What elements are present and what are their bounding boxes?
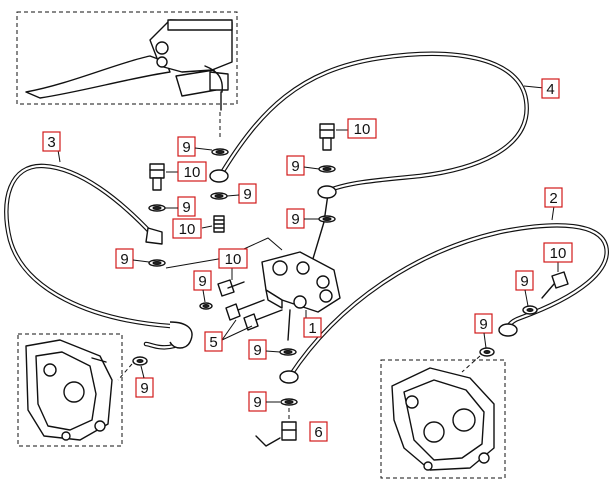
svg-text:9: 9 [182,199,190,216]
svg-text:9: 9 [120,251,128,268]
svg-text:9: 9 [253,342,261,359]
callout-9-f: 9 [115,248,150,269]
left-bolt-10-9 [199,279,245,310]
callout-9-l: 9 [135,365,154,398]
callout-10-top-right: 10 [336,118,377,139]
brake-junction-1 [261,251,341,313]
master-cylinder-box [16,11,238,105]
right-caliper-box [380,359,506,479]
callout-4: 4 [541,78,560,99]
mount-bolts-5 [221,299,283,341]
svg-text:4: 4 [546,81,554,98]
callout-2: 2 [544,187,563,208]
svg-text:9: 9 [520,273,528,290]
callout-10-left-upper: 10 [166,161,207,182]
svg-text:10: 10 [354,121,371,138]
callout-10-center: 10 [218,248,248,280]
callout-5: 5 [204,331,223,352]
callout-3: 3 [42,131,61,152]
svg-text:9: 9 [479,316,487,333]
callout-9-c: 9 [165,196,196,217]
callout-1: 1 [303,317,322,338]
svg-text:9: 9 [253,394,261,411]
brake-hose-2 [287,223,609,379]
svg-text:2: 2 [549,190,557,207]
banjo-bolt-left [148,163,166,267]
left-brake-caliper [25,339,113,441]
brake-hose-3 [4,163,193,350]
callout-9-h: 9 [515,270,534,307]
svg-text:9: 9 [291,211,299,228]
svg-text:10: 10 [225,251,242,268]
callout-9-k: 9 [248,391,280,412]
left-caliper-box [17,333,123,447]
callout-9-d: 9 [286,155,320,176]
banjo-bolt-upper-right [317,123,337,223]
svg-text:9: 9 [198,273,206,290]
master-banjo-stack [209,148,229,233]
svg-text:10: 10 [179,221,196,238]
callout-9-e: 9 [286,208,319,229]
svg-text:9: 9 [291,158,299,175]
svg-text:1: 1 [308,320,316,337]
callout-9-b: 9 [226,183,257,204]
callout-10-right: 10 [543,242,573,272]
callout-9-a: 9 [177,136,213,157]
svg-text:3: 3 [47,134,55,151]
right-brake-caliper [391,367,495,471]
callout-9-g: 9 [193,270,212,303]
svg-text:6: 6 [314,424,322,441]
svg-text:9: 9 [243,186,251,203]
svg-text:9: 9 [182,139,190,156]
callout-10-left-mid: 10 [172,218,213,239]
right-banjo-bolt [479,271,569,357]
brake-master-cylinder [25,19,233,111]
svg-text:10: 10 [550,245,567,262]
callout-6: 6 [309,421,328,442]
bleeder-6 [255,421,297,447]
callout-9-i: 9 [474,313,493,349]
svg-text:9: 9 [140,380,148,397]
svg-text:10: 10 [184,164,201,181]
svg-text:5: 5 [209,334,217,351]
callout-9-j: 9 [248,339,281,360]
brake-hose-4 [217,51,529,263]
